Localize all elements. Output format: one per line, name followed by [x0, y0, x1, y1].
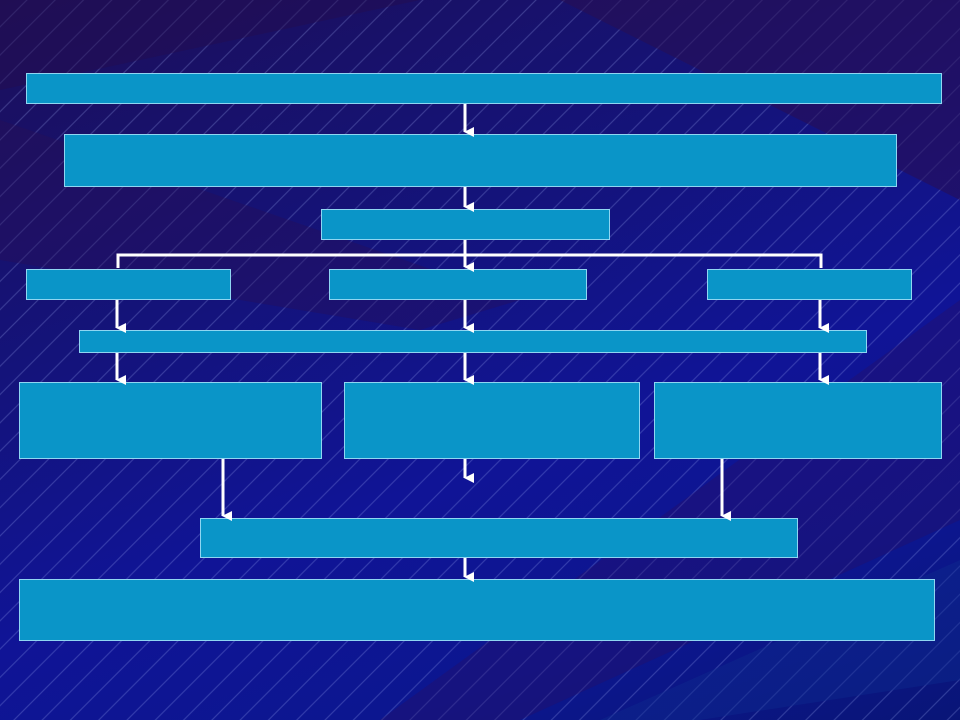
node-outcome-left [19, 382, 322, 459]
node-outcome-right [654, 382, 942, 459]
node-final [19, 579, 935, 641]
node-outcome-center [344, 382, 640, 459]
node-branch-left [26, 269, 231, 300]
node-second [64, 134, 897, 187]
node-branch-right [707, 269, 912, 300]
node-summary [200, 518, 798, 558]
branch-bar [116, 253, 823, 268]
node-top-bar [26, 73, 942, 104]
node-branch-center [329, 269, 587, 300]
